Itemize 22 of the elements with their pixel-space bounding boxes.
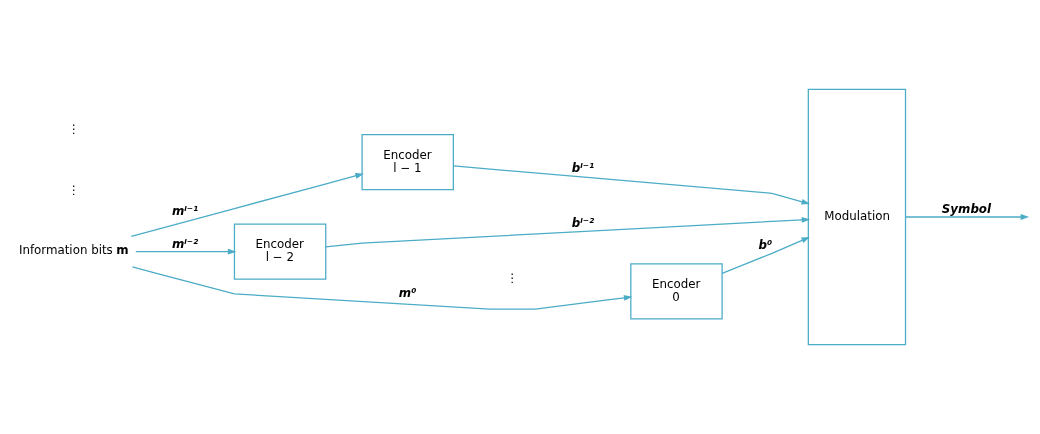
edge-label: mˡ⁻² bbox=[171, 236, 199, 251]
edge-label: m⁰ bbox=[398, 286, 417, 301]
edge-label: bˡ⁻¹ bbox=[571, 161, 595, 176]
node-box: Encoder 0 bbox=[630, 263, 723, 320]
arrow bbox=[325, 216, 811, 248]
arrow bbox=[721, 236, 810, 274]
arrow bbox=[130, 173, 364, 238]
label: ⋮ bbox=[67, 182, 80, 197]
edge-label: Symbol bbox=[941, 201, 992, 216]
node-text: Information bits m bbox=[18, 242, 129, 257]
node-box: Encoder l − 1 bbox=[361, 133, 454, 191]
edge-label: bˡ⁻² bbox=[571, 216, 595, 231]
arrow bbox=[452, 165, 810, 205]
node-box: Modulation bbox=[807, 88, 907, 346]
label: ⋮ bbox=[506, 270, 519, 285]
arrow bbox=[905, 214, 1030, 220]
edge-label: b⁰ bbox=[758, 238, 773, 253]
arrow bbox=[131, 266, 633, 310]
node-box: Encoder l − 2 bbox=[233, 223, 327, 280]
arrow bbox=[135, 248, 237, 255]
edge-label: mˡ⁻¹ bbox=[171, 203, 199, 218]
label: ⋮ bbox=[67, 122, 80, 137]
